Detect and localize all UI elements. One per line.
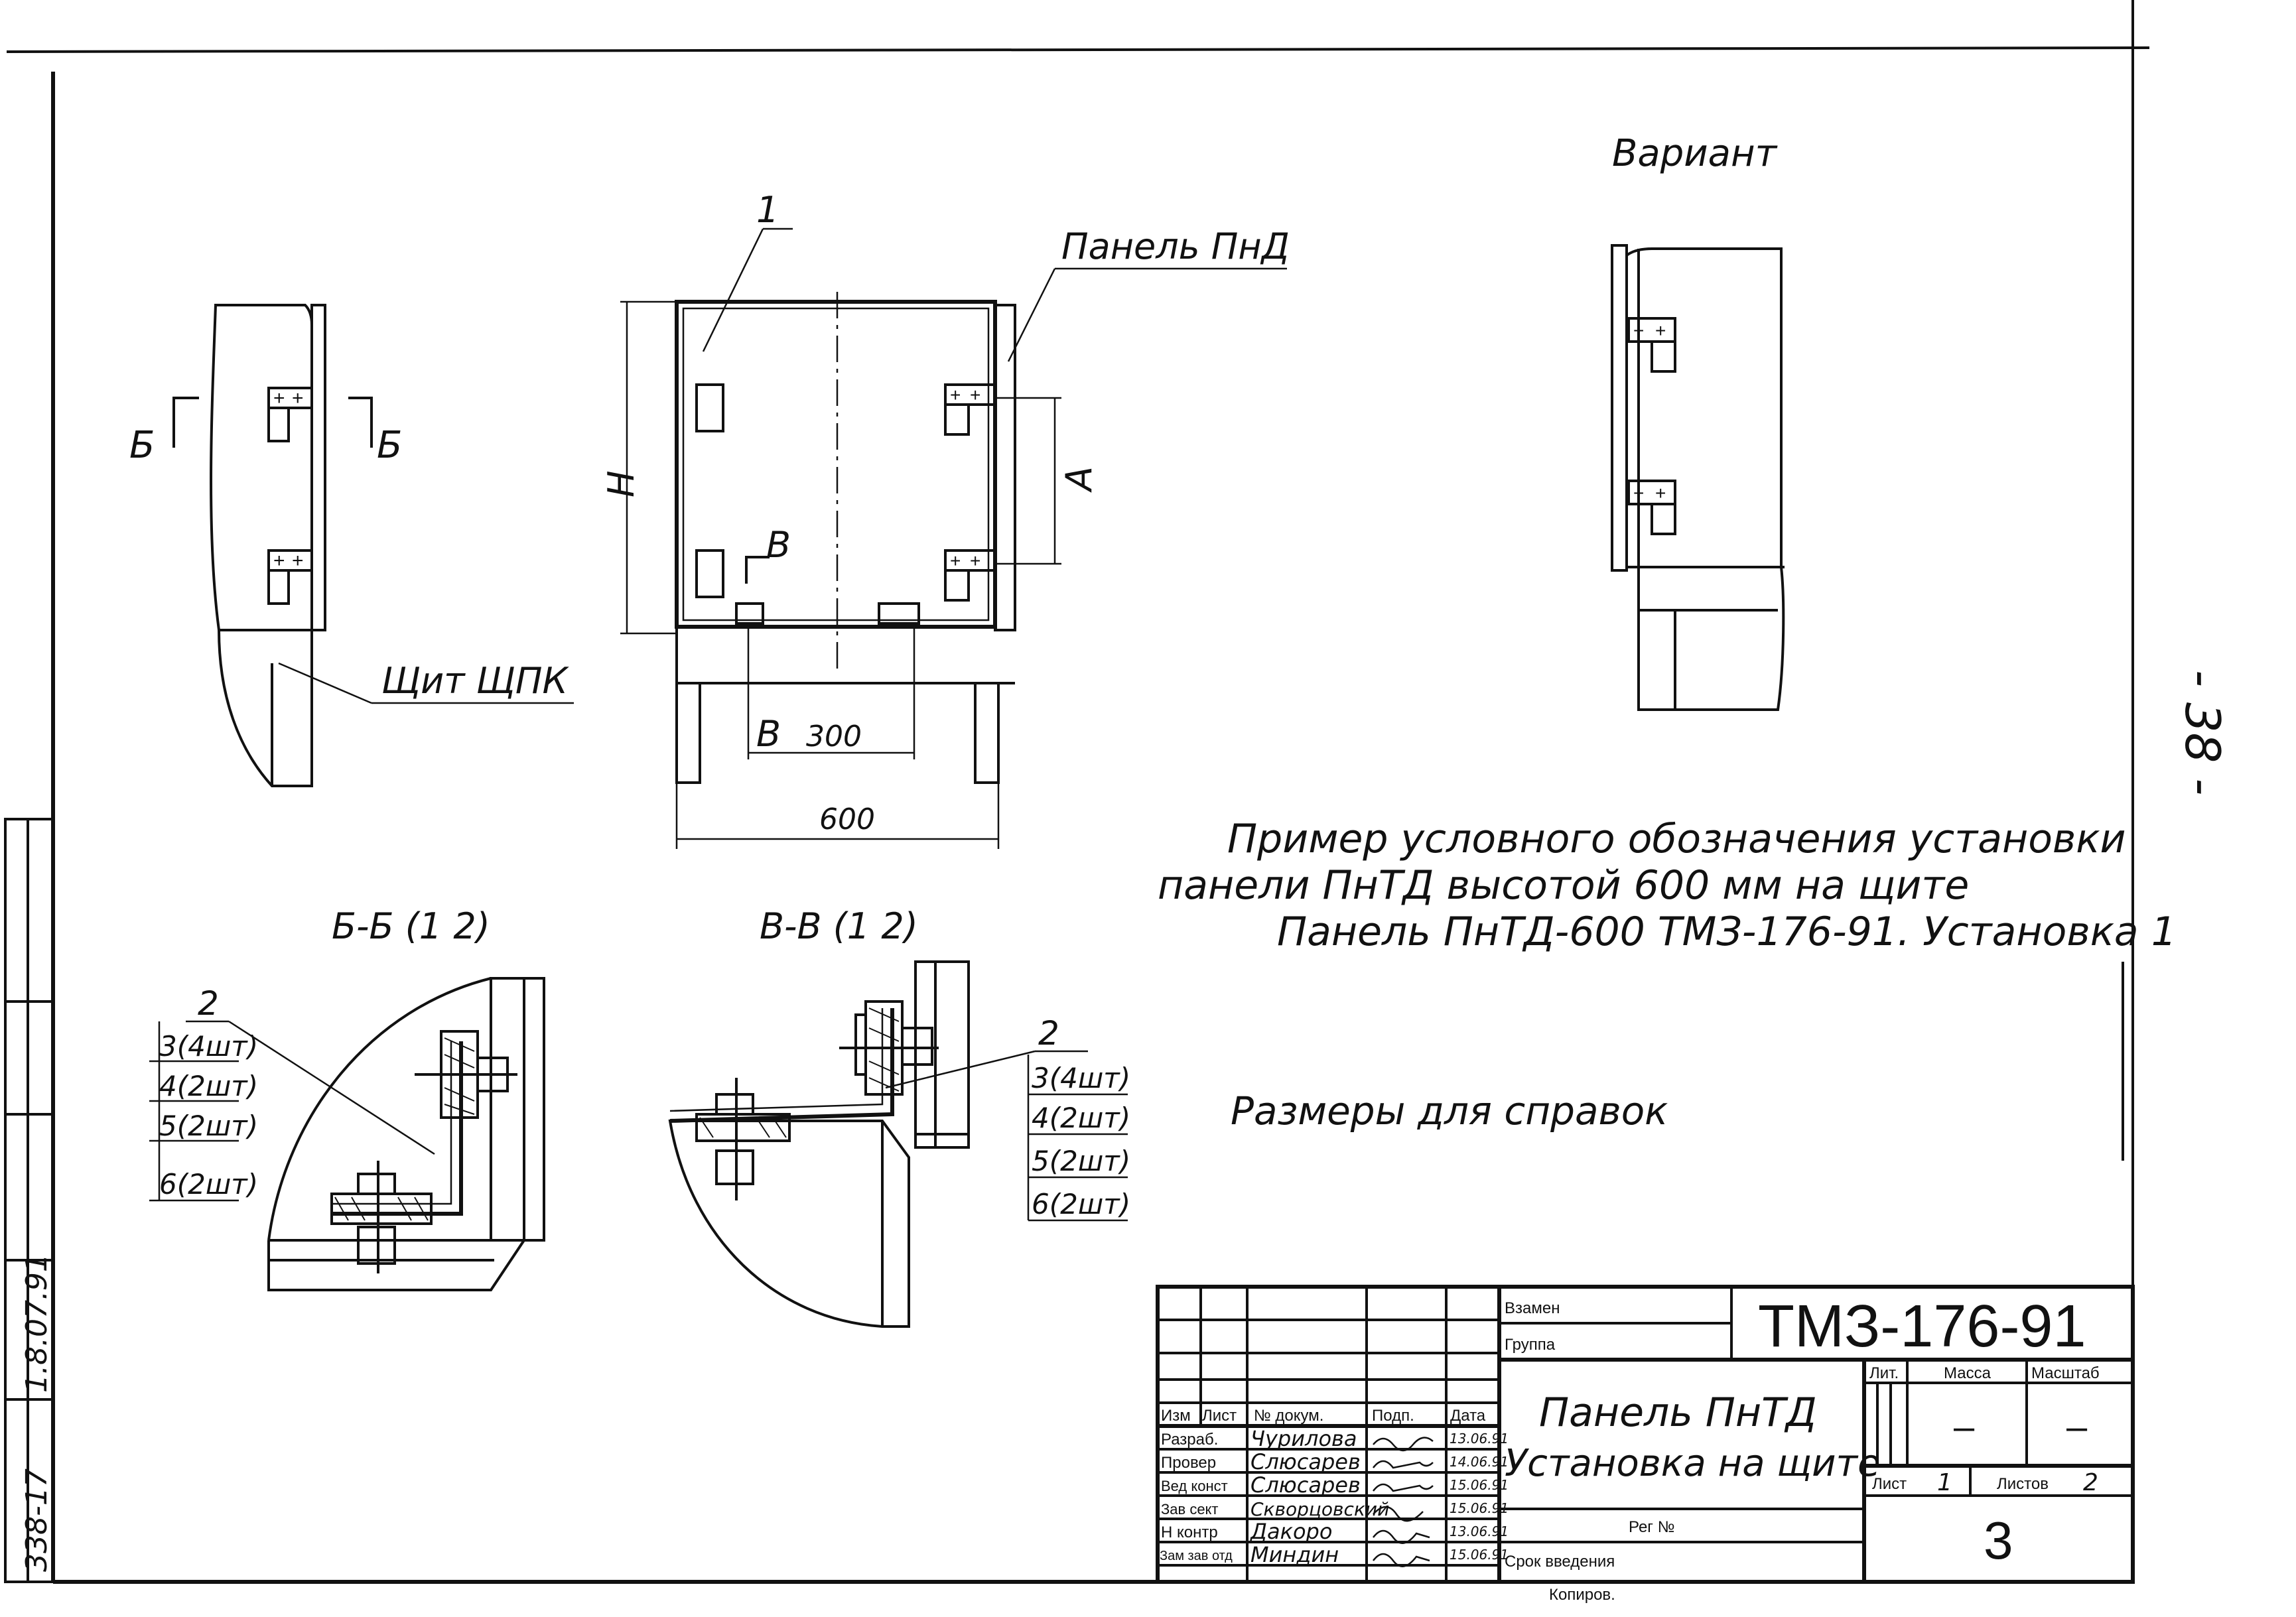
section-vv-item-3: 3(4шт)	[1032, 1062, 1130, 1094]
dimension-h: H	[600, 470, 642, 497]
header-izm: Изм	[1161, 1407, 1191, 1425]
reference-note: Размеры для справок	[1231, 1088, 1668, 1133]
notes: Пример условного обозначения установки п…	[1158, 816, 2177, 1133]
dimension-a: A	[1058, 466, 1100, 493]
staff-name-4: Скворцовский	[1250, 1498, 1389, 1520]
section-bb-title: Б-Б (1 2)	[332, 905, 490, 947]
header-data: Дата	[1450, 1407, 1486, 1425]
staff-date-1: 13.06.91	[1450, 1431, 1509, 1447]
title-block: Изм Лист № докум. Подп. Дата Разраб. Чур…	[1156, 1285, 2135, 1604]
copied-label: Копиров.	[1549, 1586, 1615, 1604]
svg-text:+: +	[970, 550, 980, 571]
staff-role-2: Провер	[1161, 1454, 1216, 1472]
staff-role-3: Вед конст	[1161, 1478, 1228, 1494]
section-bb-item-6: 6(2шт)	[159, 1168, 258, 1200]
section-vv-title: В-В (1 2)	[760, 905, 918, 947]
example-line-1: Пример условного обозначения установки	[1227, 816, 2126, 862]
sheets-value: 2	[2083, 1469, 2098, 1496]
svg-text:+: +	[273, 550, 285, 572]
header-doc-num: № докум.	[1254, 1407, 1323, 1425]
svg-text:+: +	[1633, 483, 1644, 503]
staff-name-1: Чурилова	[1250, 1426, 1357, 1451]
dimension-b: В	[756, 713, 781, 755]
staff-role-6: Зам зав отд	[1160, 1549, 1233, 1563]
staff-name-5: Дакоро	[1249, 1519, 1332, 1544]
section-mark-v: В	[766, 524, 791, 566]
section-bb-item-4: 4(2шт)	[159, 1070, 258, 1102]
margin-code: 338-17	[20, 1468, 54, 1572]
sheet-value: 1	[1937, 1469, 1952, 1496]
section-bb: Б-Б (1 2) 2 3(4шт	[149, 905, 545, 1291]
svg-text:+: +	[950, 550, 961, 571]
gruppa-label: Группа	[1505, 1336, 1556, 1354]
variant-title: Вариант	[1612, 132, 1778, 175]
doc-code: ТМЗ-176-91	[1758, 1293, 2086, 1360]
sheets-label: Листов	[1997, 1475, 2049, 1493]
staff-role-4: Зав сект	[1161, 1501, 1219, 1518]
header-podp: Подп.	[1372, 1407, 1414, 1425]
left-margin-strip: 1.8.07.91 338-17	[4, 818, 54, 1583]
section-bb-item-5: 5(2шт)	[159, 1110, 258, 1142]
dimension-300: 300	[806, 720, 862, 753]
svg-text:+: +	[1655, 320, 1666, 341]
staff-date-3: 15.06.91	[1450, 1477, 1509, 1493]
shield-label: Щит ЩПК	[381, 660, 569, 702]
svg-text:+: +	[950, 385, 961, 405]
sheet-label: Лист	[1872, 1475, 1907, 1493]
panel-label: Панель ПнД	[1061, 226, 1290, 267]
section-mark-b-left: Б	[129, 424, 155, 467]
section-vv-item-6: 6(2шт)	[1032, 1188, 1130, 1220]
staff-name-3: Слюсарев	[1250, 1472, 1361, 1498]
section-vv-item-4: 4(2шт)	[1032, 1102, 1130, 1134]
variant-view: Вариант + + + +	[1611, 132, 1785, 711]
staff-name-6: Миндин	[1250, 1542, 1339, 1567]
scale-value: –	[2066, 1405, 2088, 1447]
zamen-label: Взамен	[1505, 1299, 1560, 1317]
reg-label: Рег №	[1629, 1518, 1674, 1536]
svg-text:+: +	[292, 550, 304, 572]
staff-role-1: Разраб.	[1161, 1431, 1218, 1449]
section-vv: В-В (1 2) 2 3(4шт	[668, 905, 1130, 1328]
scale-label: Масштаб	[2031, 1364, 2100, 1382]
page-number: - 38 -	[2175, 670, 2230, 795]
margin-date-sig: 1.8.07.91	[20, 1254, 54, 1393]
header-list: Лист	[1202, 1407, 1237, 1425]
staff-date-5: 13.06.91	[1450, 1523, 1509, 1539]
svg-text:+: +	[273, 387, 285, 409]
example-line-3: Панель ПнТД-600 ТМЗ-176-91. Установка 1	[1277, 909, 2177, 955]
title-line-2: Установка на щите	[1505, 1442, 1881, 1485]
section-vv-item-5: 5(2шт)	[1032, 1145, 1130, 1177]
mass-value: –	[1954, 1405, 1975, 1447]
svg-text:+: +	[292, 387, 304, 409]
staff-date-4: 15.06.91	[1450, 1500, 1509, 1516]
staff-role-5: Н контр	[1161, 1523, 1218, 1541]
example-line-2: панели ПнТД высотой 600 мм на щите	[1158, 862, 1969, 909]
svg-text:+: +	[970, 385, 980, 405]
dimension-600: 600	[819, 803, 875, 836]
sheet-big-number: 3	[1984, 1511, 2013, 1570]
staff-date-2: 14.06.91	[1450, 1454, 1509, 1470]
svg-text:+: +	[1655, 483, 1666, 503]
section-bb-item-3: 3(4шт)	[159, 1030, 258, 1063]
callout-1: 1	[756, 189, 779, 231]
title-line-1: Панель ПнТД	[1539, 1390, 1817, 1436]
side-view: + + + + Б Б Щит ЩПК	[129, 304, 574, 787]
svg-text:+: +	[1633, 320, 1644, 341]
section-bb-callout: 2	[198, 984, 219, 1023]
lit-label: Лит.	[1869, 1364, 1899, 1382]
section-vv-callout: 2	[1038, 1014, 1059, 1053]
front-view: + + + + H A В В 300 600 1 Панель ПнД	[600, 189, 1290, 849]
staff-name-2: Слюсарев	[1250, 1449, 1361, 1474]
staff-date-6: 15.06.91	[1450, 1547, 1509, 1563]
srok-label: Срок введения	[1505, 1553, 1615, 1571]
mass-label: Масса	[1944, 1364, 1992, 1382]
section-mark-b-right: Б	[377, 424, 402, 467]
